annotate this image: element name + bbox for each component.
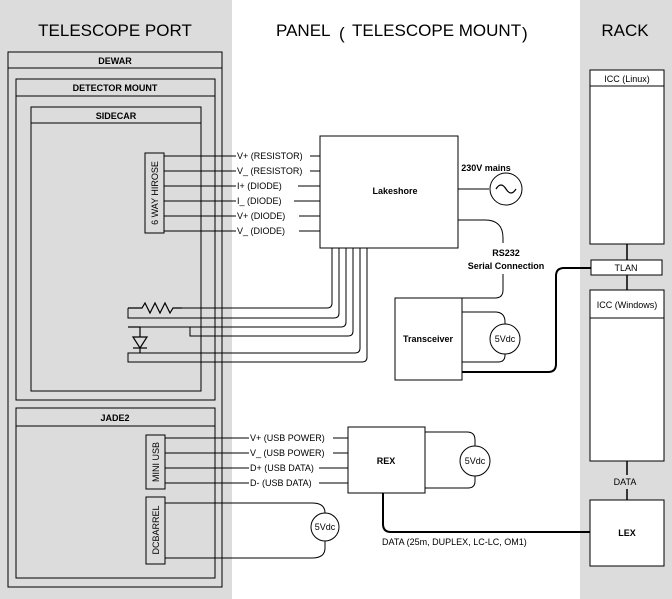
usb-signal-label: D- (USB DATA) (250, 478, 312, 488)
sidecar-label: SIDECAR (96, 111, 137, 121)
fiber-data-cable (382, 493, 590, 533)
panel-title-close-paren: ) (522, 24, 528, 43)
jade-supply-label: 5Vdc (315, 522, 336, 532)
panel-title-open-paren: ( (339, 24, 345, 43)
panel-title: PANEL ( TELESCOPE MOUNT ) (276, 21, 528, 43)
transceiver-label: Transceiver (403, 334, 454, 344)
mini-usb-label: MINI USB (151, 442, 161, 482)
lakeshore-label: Lakeshore (372, 186, 417, 196)
dcbarrel-label: DCBARREL (151, 505, 161, 554)
rs232-wire-bottom (462, 274, 504, 299)
signal-label: I+ (DIODE) (237, 181, 282, 191)
usb-signal-label: V_ (USB POWER) (250, 448, 325, 458)
diode-wire-2 (148, 248, 354, 337)
ac-wave-icon (495, 184, 517, 194)
mains-label: 230V mains (461, 163, 511, 173)
signal-label: V+ (DIODE) (237, 211, 285, 221)
dc-supply-bottom (165, 540, 326, 559)
diode-wire-3 (140, 248, 361, 354)
dewar-label: DEWAR (98, 56, 132, 66)
panel-title-sub: TELESCOPE MOUNT (352, 21, 521, 40)
diode-triangle (131, 336, 149, 350)
dewar-box (7, 51, 223, 588)
jade-supply-circle (310, 512, 340, 542)
signal-label: V_ (DIODE) (237, 226, 285, 236)
sidecar-box (30, 106, 202, 392)
jade2-label: JADE2 (100, 413, 129, 423)
icc-linux-box (589, 69, 665, 245)
rex-supply-circle (459, 445, 491, 477)
transceiver-supply-label: 5Vdc (495, 334, 516, 344)
icc-windows-box (589, 289, 665, 462)
lakeshore-box (319, 135, 459, 249)
usb-signal-label: V+ (USB POWER) (250, 433, 325, 443)
tlan-label: TLAN (614, 263, 637, 273)
usb-signal-label: D+ (USB DATA) (250, 463, 314, 473)
serial-connection-label: Serial Connection (468, 261, 545, 271)
rex-box (347, 426, 426, 494)
signal-label: V_ (RESISTOR) (237, 166, 302, 176)
transceiver-power-bottom (462, 354, 506, 363)
rex-power-bottom (425, 476, 476, 489)
telescope-port-title: TELESCOPE PORT (38, 21, 192, 40)
rex-label: REX (377, 456, 396, 466)
transceiver-supply-circle (489, 323, 521, 355)
telescope-port-background (0, 0, 232, 599)
mini-usb-connector (145, 434, 166, 490)
lex-box (589, 499, 665, 567)
resistor-wire-right (182, 248, 333, 309)
lex-label: LEX (618, 528, 636, 538)
tlan-cable (462, 267, 591, 373)
panel-title-main: PANEL (276, 21, 331, 40)
resistor-symbol (128, 301, 182, 315)
detector-mount-box (15, 78, 216, 401)
icc-linux-label: ICC (Linux) (604, 74, 650, 84)
transceiver-box (394, 297, 463, 381)
fiber-link-label: DATA (25m, DUPLEX, LC-LC, OM1) (382, 537, 527, 547)
resistor-wire-left (127, 248, 340, 319)
signal-label: I_ (DIODE) (237, 196, 282, 206)
jade2-box (15, 407, 216, 579)
rs232-label: RS232 (492, 248, 520, 258)
rex-supply-label: 5Vdc (465, 456, 486, 466)
rs232-wire-top (458, 219, 504, 243)
diode-wire-4 (127, 248, 368, 363)
detector-mount-label: DETECTOR MOUNT (73, 83, 158, 93)
rex-power-top (425, 431, 476, 446)
hirose-connector (144, 152, 165, 234)
diode-wire-1 (140, 248, 347, 328)
data-label: DATA (614, 477, 637, 487)
dcbarrel-connector (145, 496, 166, 565)
transceiver-power-top (462, 311, 506, 324)
rack-title: RACK (601, 21, 649, 40)
icc-windows-label: ICC (Windows) (597, 300, 658, 310)
signal-label: V+ (RESISTOR) (237, 151, 303, 161)
hirose-label: 6 WAY HIROSE (150, 161, 160, 225)
